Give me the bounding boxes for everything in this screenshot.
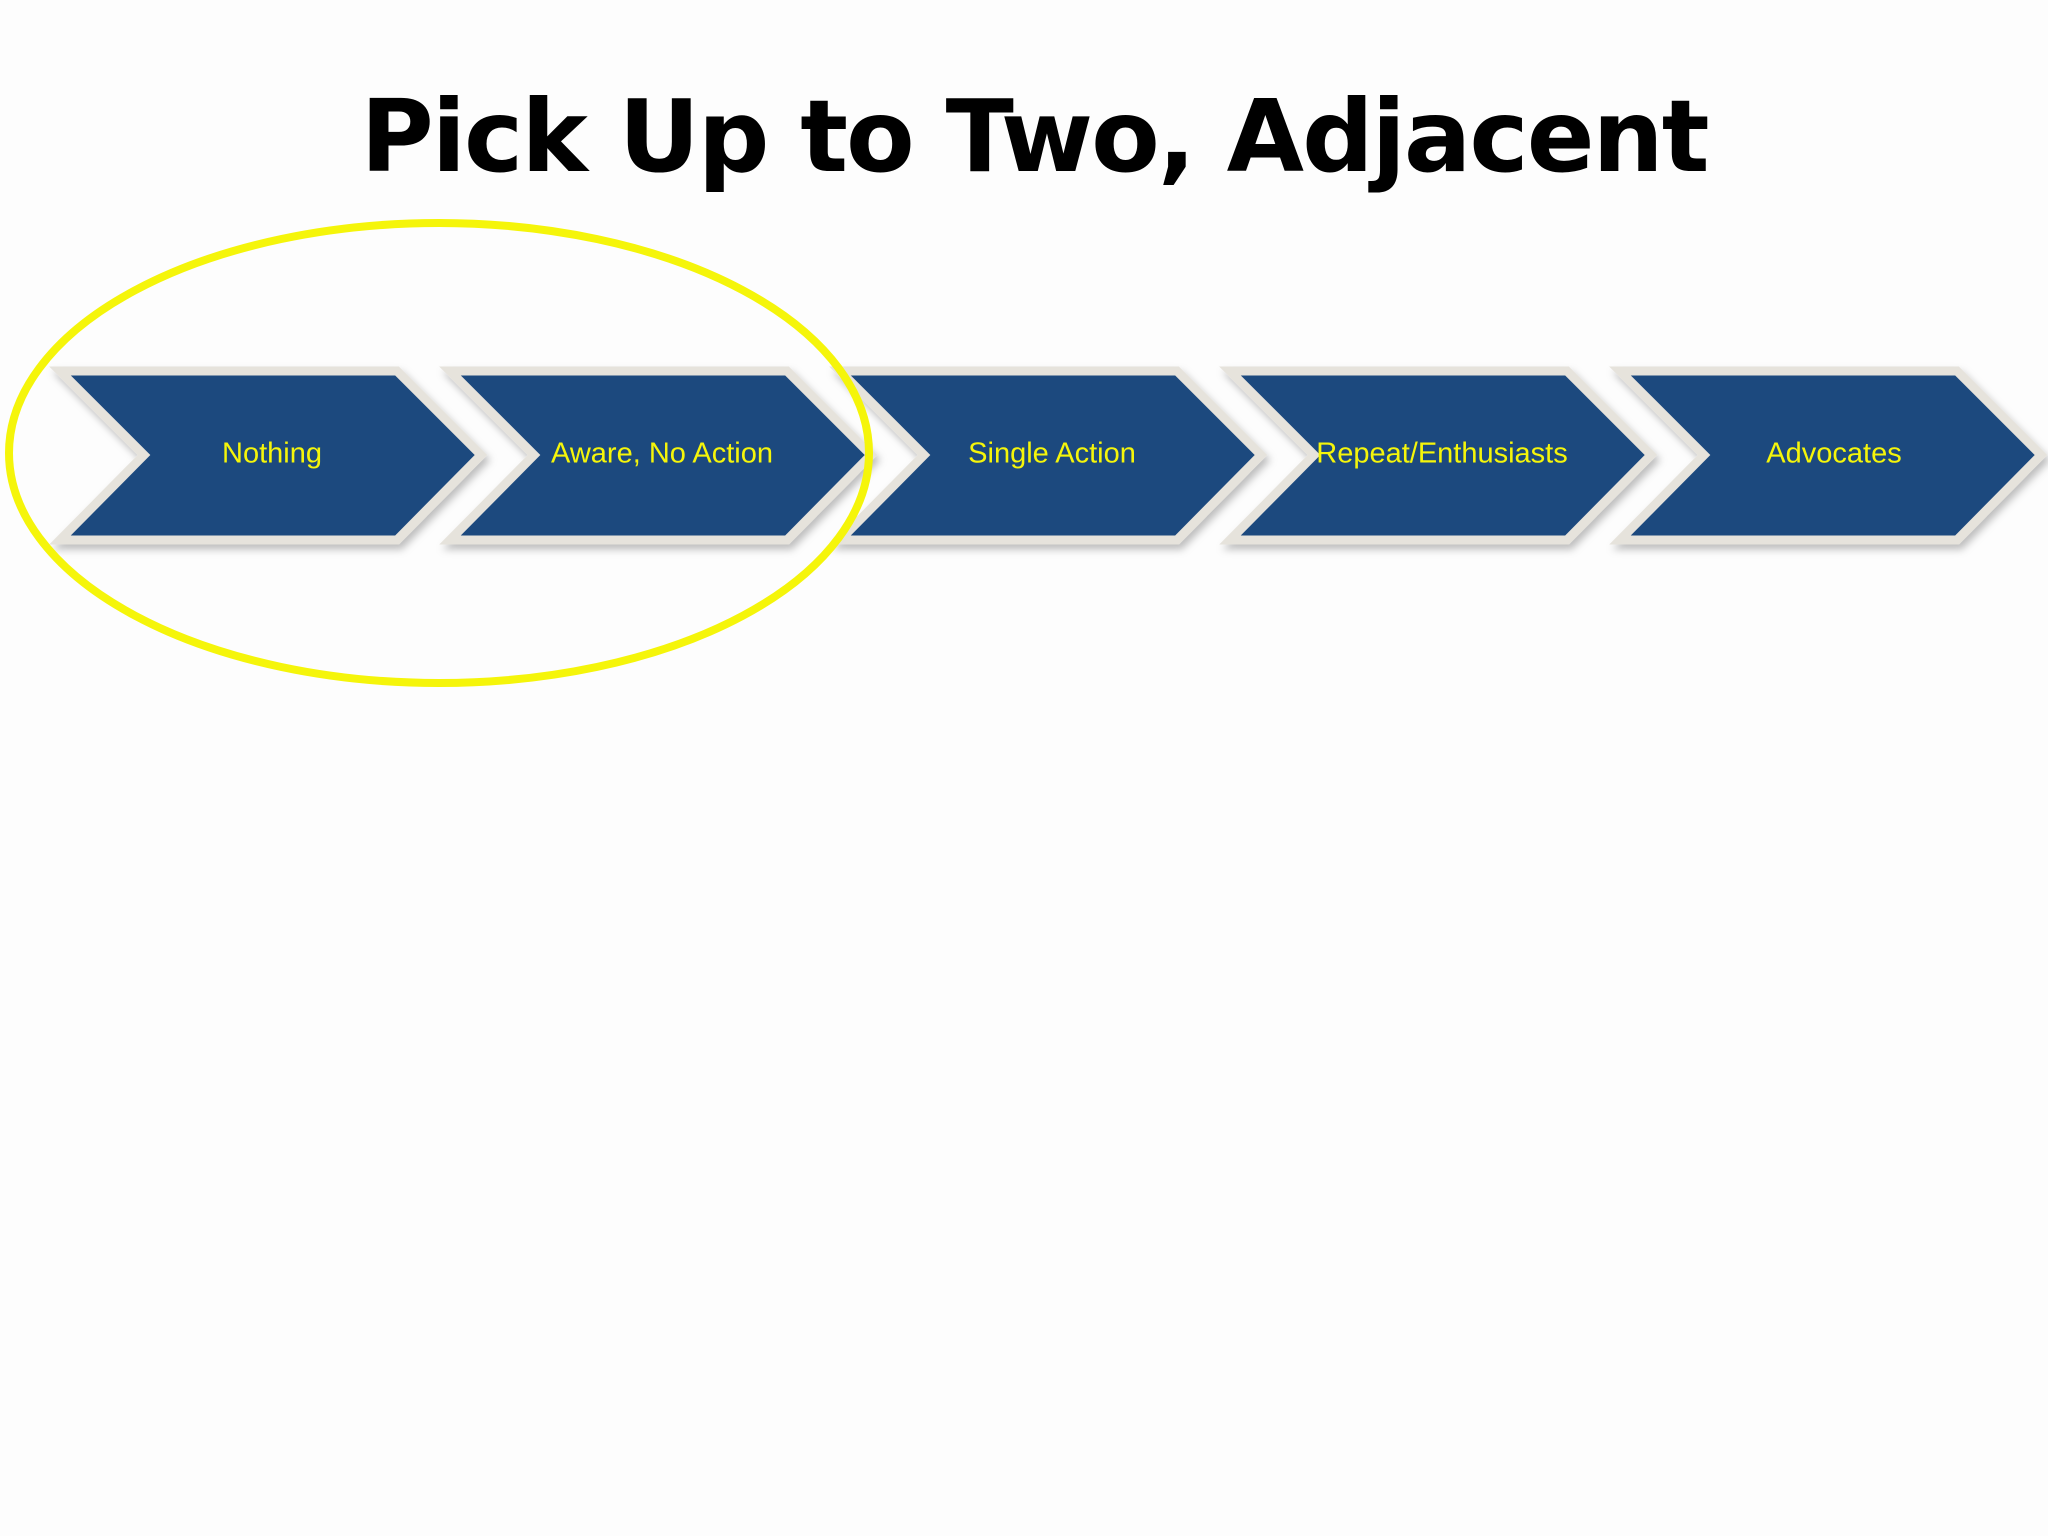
- chevron-step-3: Single Action: [829, 366, 1268, 545]
- chevron-shape: [49, 366, 488, 545]
- highlight-ellipse: [5, 219, 873, 687]
- chevron-step-1: Nothing: [49, 366, 488, 545]
- chevron-shape: [829, 366, 1268, 545]
- step-label: Repeat/Enthusiasts: [1316, 438, 1567, 470]
- step-label: Single Action: [968, 438, 1136, 470]
- chevron-shape: [1609, 366, 2048, 545]
- step-label: Nothing: [222, 438, 322, 470]
- slide-title: Pick Up to Two, Adjacent: [360, 78, 1709, 195]
- step-label: Aware, No Action: [551, 438, 773, 470]
- chevron-step-2: Aware, No Action: [439, 366, 878, 545]
- chevron-step-5: Advocates: [1609, 366, 2048, 545]
- step-label: Advocates: [1766, 438, 1901, 470]
- chevron-step-4: Repeat/Enthusiasts: [1219, 366, 1658, 545]
- chevron-shape: [1219, 366, 1658, 545]
- chevron-shape: [439, 366, 878, 545]
